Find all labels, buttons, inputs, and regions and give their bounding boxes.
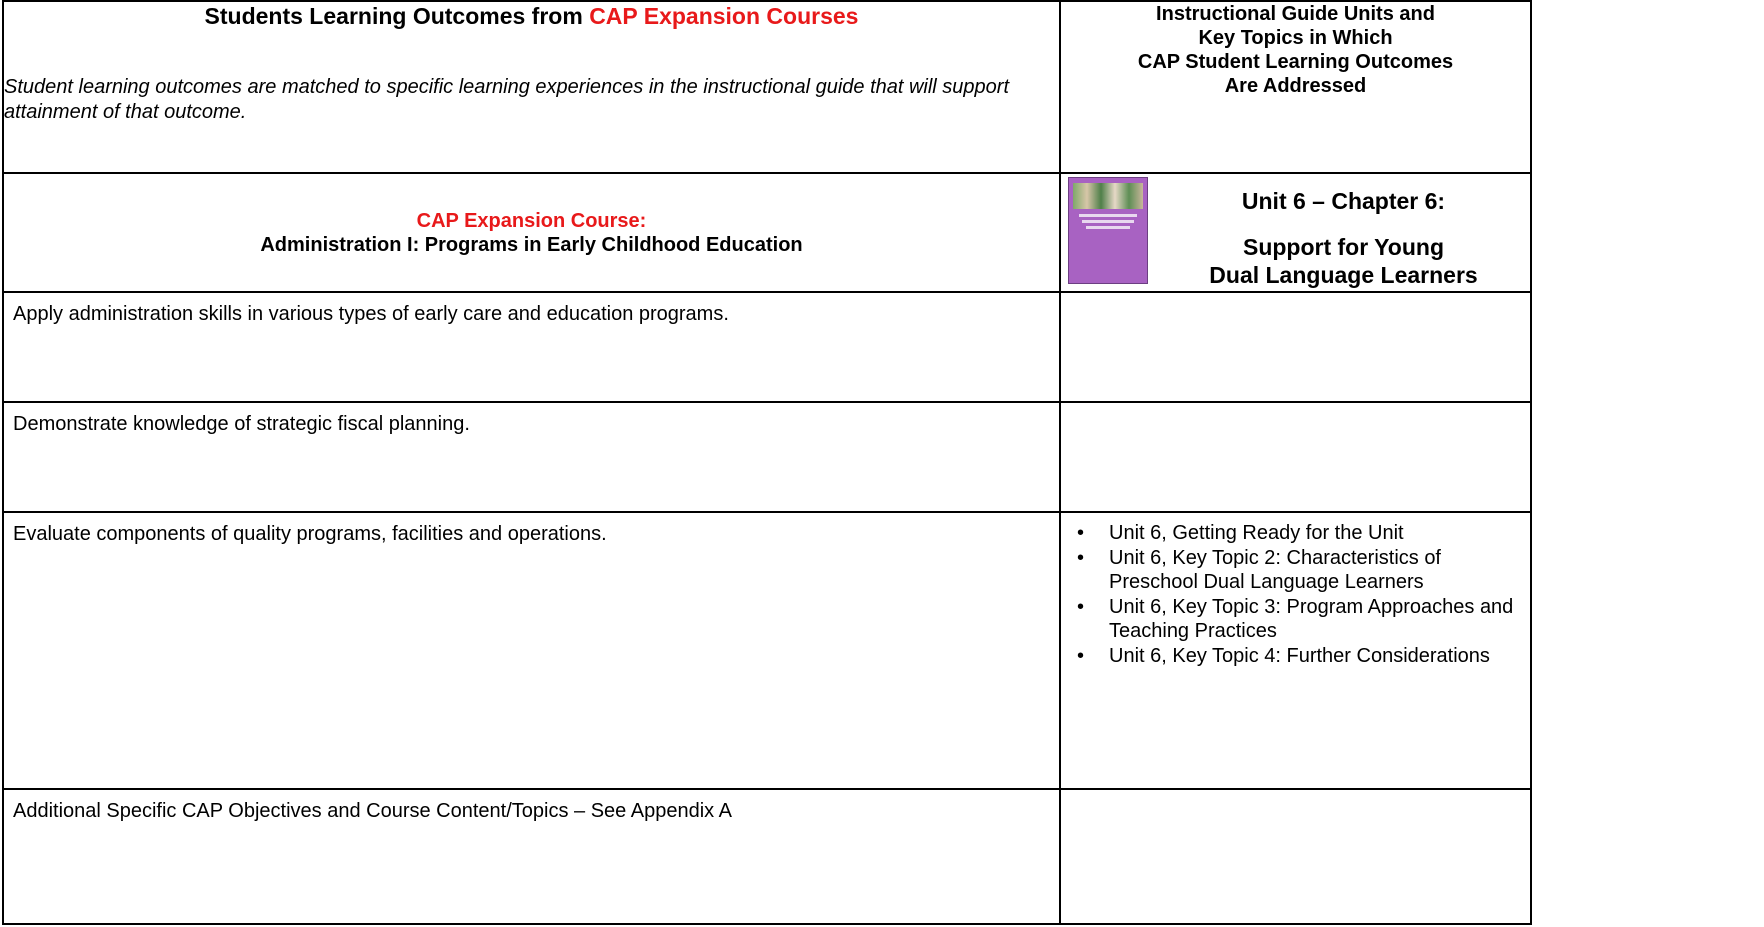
bullet-icon: • <box>1077 522 1085 544</box>
outcome-text: Demonstrate knowledge of strategic fisca… <box>13 413 470 435</box>
course-row: CAP Expansion Course: Administration I: … <box>2 172 1532 293</box>
bullet-icon: • <box>1077 595 1085 618</box>
book-cover-title-mark <box>1082 220 1134 223</box>
outcome-row: Apply administration skills in various t… <box>2 291 1532 403</box>
outcome-cell: Evaluate components of quality programs,… <box>2 511 1061 790</box>
header-right-cell: Instructional Guide Units and Key Topics… <box>1059 0 1532 174</box>
topic-text: Unit 6, Key Topic 4: Further Considerati… <box>1109 644 1490 667</box>
header-right-line: Instructional Guide Units and <box>1156 3 1435 25</box>
topic-item: • Unit 6, Key Topic 3: Program Approaches… <box>1061 595 1530 644</box>
outcome-cell: Apply administration skills in various t… <box>2 291 1061 403</box>
header-left-title-prefix: Students Learning Outcomes from <box>204 3 583 29</box>
bullet-icon: • <box>1077 644 1085 667</box>
book-cover-image <box>1068 177 1148 284</box>
topic-text: Unit 6, Key Topic 2: Characteristics of … <box>1109 546 1441 594</box>
topic-text: Unit 6, Getting Ready for the Unit <box>1109 522 1404 544</box>
outcome-cell: Demonstrate knowledge of strategic fisca… <box>2 401 1061 513</box>
topics-list: • Unit 6, Getting Ready for the Unit • Uni… <box>1061 521 1530 668</box>
topic-item: • Unit 6, Getting Ready for the Unit <box>1061 521 1530 546</box>
course-title: Administration I: Programs in Early Chil… <box>260 233 803 256</box>
topic-text: Unit 6, Key Topic 3: Program Approaches … <box>1109 595 1514 643</box>
header-left-description: Student learning outcomes are matched to… <box>4 76 1010 123</box>
topics-cell <box>1059 401 1532 513</box>
book-cover-title-mark <box>1079 214 1137 217</box>
header-left-cell: Students Learning Outcomes from CAP Expa… <box>2 0 1061 174</box>
outcome-text: Evaluate components of quality programs,… <box>13 523 607 545</box>
topics-cell <box>1059 788 1532 925</box>
header-right-line: Key Topics in Which <box>1198 27 1393 49</box>
topics-cell: • Unit 6, Getting Ready for the Unit • Uni… <box>1059 511 1532 790</box>
topics-cell <box>1059 291 1532 403</box>
header-right-line: Are Addressed <box>1224 75 1367 97</box>
topic-item: • Unit 6, Key Topic 4: Further Considerat… <box>1061 644 1530 669</box>
header-left-title: Students Learning Outcomes from CAP Expa… <box>4 2 1059 30</box>
header-left-title-highlight: CAP Expansion Courses <box>589 3 859 29</box>
book-cover-title-mark <box>1086 226 1130 229</box>
book-cover-photo <box>1073 183 1143 209</box>
outcome-row: Additional Specific CAP Objectives and C… <box>2 788 1532 925</box>
header-right-line: CAP Student Learning Outcomes <box>1137 51 1454 73</box>
outcome-row: Demonstrate knowledge of strategic fisca… <box>2 401 1532 513</box>
outcome-text: Apply administration skills in various t… <box>13 303 729 325</box>
outcome-row: Evaluate components of quality programs,… <box>2 511 1532 790</box>
bullet-icon: • <box>1077 546 1085 569</box>
unit-chapter: Unit 6 – Chapter 6: <box>1241 188 1446 214</box>
topic-item: • Unit 6, Key Topic 2: Characteristics of… <box>1061 546 1530 595</box>
course-label: CAP Expansion Course: <box>416 209 647 232</box>
outcomes-table: Students Learning Outcomes from CAP Expa… <box>2 0 1532 925</box>
unit-subtitle-line: Support for Young <box>1242 234 1444 260</box>
unit-subtitle-line: Dual Language Learners <box>1209 262 1478 288</box>
outcome-cell: Additional Specific CAP Objectives and C… <box>2 788 1061 925</box>
course-left-cell: CAP Expansion Course: Administration I: … <box>2 172 1061 293</box>
outcome-text: Additional Specific CAP Objectives and C… <box>13 800 732 822</box>
header-row: Students Learning Outcomes from CAP Expa… <box>2 0 1532 174</box>
course-right-cell: Unit 6 – Chapter 6: Support for Young Du… <box>1059 172 1532 293</box>
unit-heading: Unit 6 – Chapter 6: Support for Young Du… <box>1159 187 1528 289</box>
